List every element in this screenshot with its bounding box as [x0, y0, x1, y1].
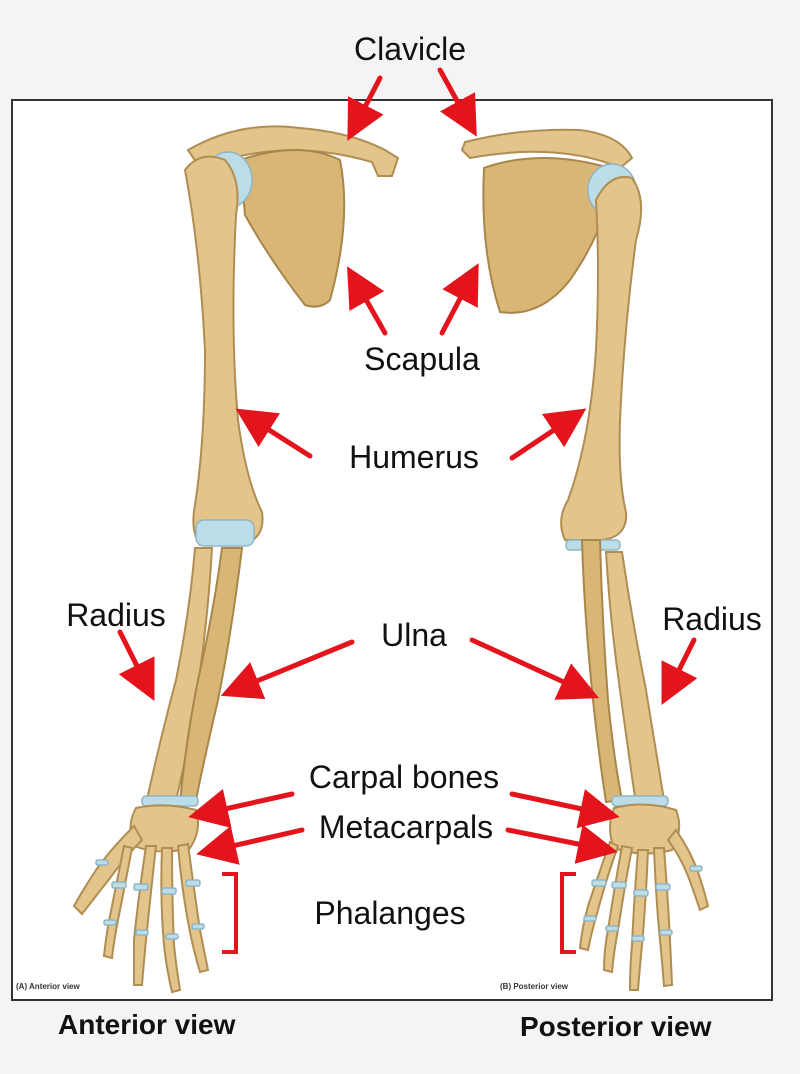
label-phalanges: Phalanges	[314, 895, 465, 931]
label-metacarpals: Metacarpals	[319, 809, 493, 845]
label-carpal-bones: Carpal bones	[309, 759, 499, 795]
label-ulna: Ulna	[381, 617, 447, 653]
carpals-posterior	[610, 804, 679, 853]
label-radius-right: Radius	[662, 601, 762, 637]
wrist-cartilage-anterior	[142, 796, 198, 806]
elbow-cartilage-anterior	[196, 520, 254, 546]
panel-b-caption: (B) Posterior view	[500, 982, 569, 991]
caption-posterior-view: Posterior view	[520, 1011, 712, 1042]
panel-a-caption: (A) Anterior view	[16, 982, 80, 991]
label-clavicle: Clavicle	[354, 31, 466, 67]
label-humerus: Humerus	[349, 439, 479, 475]
label-radius-left: Radius	[66, 597, 166, 633]
caption-anterior-view: Anterior view	[58, 1009, 236, 1040]
label-scapula: Scapula	[364, 341, 480, 377]
